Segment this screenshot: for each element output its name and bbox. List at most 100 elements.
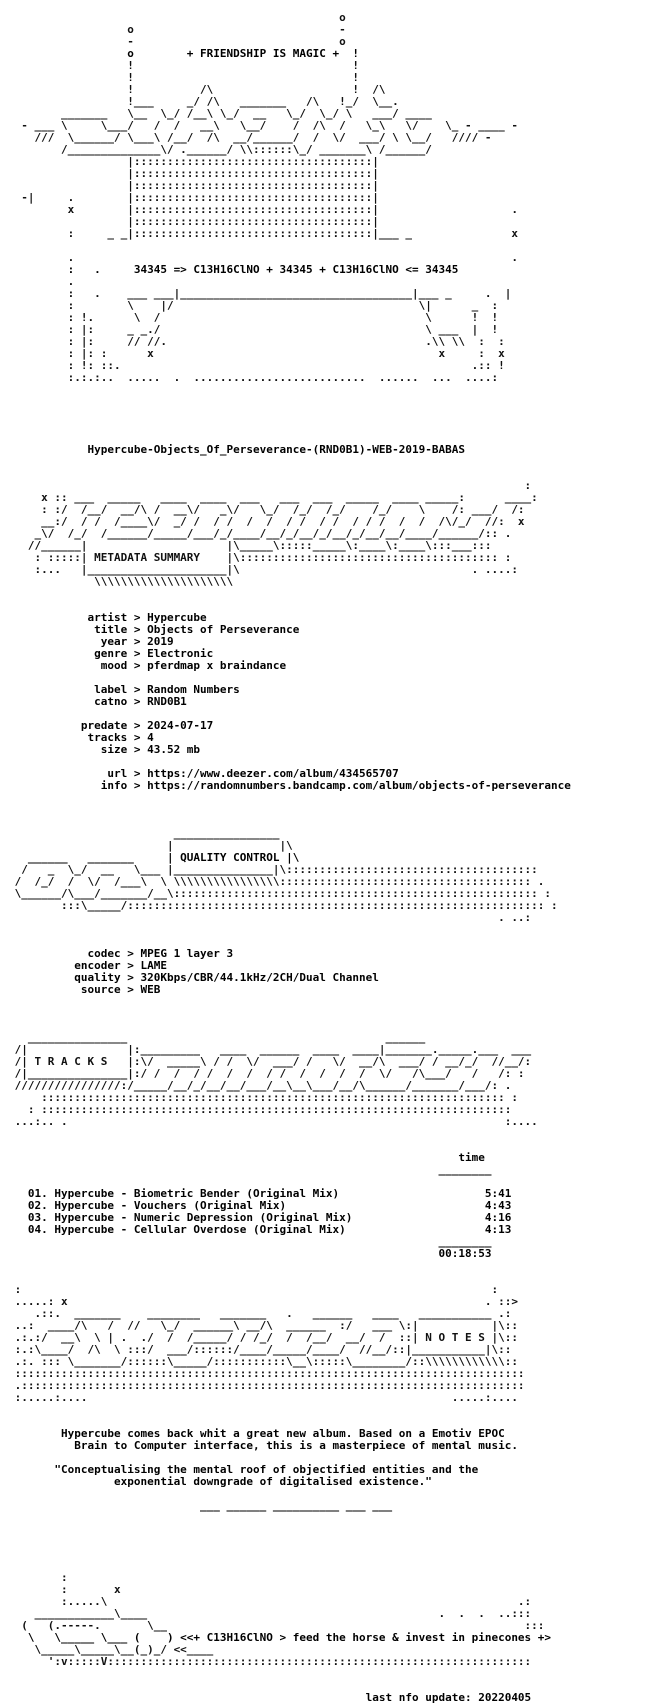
- ascii-art-line: /|_______________|:/ / / / / / / / / / /…: [8, 1067, 525, 1080]
- ascii-art-line: !___ _/ /\ _______ /\ !_/ \__.: [8, 95, 399, 108]
- ascii-art-line: : |: _ _./ \ ___ | !: [8, 323, 499, 336]
- text-line: size > 43.52 mb: [8, 743, 201, 756]
- ascii-art-line: //______| |\_____\:::::_____\:____\:____…: [8, 539, 492, 552]
- ascii-art-line: :::\_____/::::::::::::::::::::::::::::::…: [8, 899, 558, 912]
- ascii-art-line: ____________\____ . . . ..:::: [8, 1607, 532, 1620]
- ascii-art-line: : |: // //. .\\ \\ : :: [8, 335, 505, 348]
- ascii-art-line: o: [8, 11, 346, 24]
- text-line: Hypercube comes back whit a great new al…: [8, 1427, 505, 1440]
- ascii-art-line: .::. _______ ________ _______ . ______ _…: [8, 1307, 512, 1320]
- text-line: tracks > 4: [8, 731, 154, 744]
- ascii-art-line: .:::::::::::::::::::::::::::::::::::::::…: [8, 1379, 525, 1392]
- ascii-art-line: \______/\___/_______/__\::::::::::::::::…: [8, 887, 552, 900]
- ascii-art-line: x :: ___ _____ ____ ____ ___ ___ ___ ___…: [8, 491, 538, 504]
- ascii-art-line: ________________: [8, 827, 280, 840]
- ascii-art-line: ::::::::::::::::::::::::::::::::::::::::…: [8, 1367, 525, 1380]
- text-line: quality > 320Kbps/CBR/44.1kHz/2CH/Dual C…: [8, 971, 379, 984]
- ascii-art-line: -| . |::::::::::::::::::::::::::::::::::…: [8, 191, 379, 204]
- text-line: url > https://www.deezer.com/album/43456…: [8, 767, 399, 780]
- ascii-art-line: / _ \_/ __ \___ |_______________|\::::::…: [8, 863, 538, 876]
- ascii-art-line: __:/ / / /____\/ _/ / / / / / / / / / / …: [8, 515, 525, 528]
- ascii-art-line: :.:\____/ /\ \ :::/ ___/::::::/____/____…: [8, 1343, 512, 1356]
- ascii-art-line: /| |:_________ ____ ______ ____ ____|___…: [8, 1043, 532, 1056]
- text-line: Brain to Computer interface, this is a m…: [8, 1439, 518, 1452]
- ascii-art-line: : . ___ ___|____________________________…: [8, 287, 512, 300]
- ascii-art-line: : \ |/ \| _ :: [8, 299, 499, 312]
- ascii-art-line: ...:.. . :....: [8, 1115, 538, 1128]
- text-line: mood > pferdmap x braindance: [8, 659, 287, 672]
- ascii-art-line: .:. ::: \_______/::::::\_____/::::::::::…: [8, 1355, 518, 1368]
- ascii-art-line: \_____\_____\__(_)_/ <<____: [8, 1643, 214, 1656]
- text-line: ______ _______ | QUALITY CONTROL |\: [8, 851, 300, 864]
- text-line: catno > RND0B1: [8, 695, 187, 708]
- ascii-art-line: .:.:/ __\ \ | . ./ / /_____/ / /_/ / /__…: [8, 1331, 518, 1344]
- nfo-document: o o - - o o + FRIENDSHIP IS MAGIC + ! !: [8, 11, 571, 1704]
- ascii-art-line: .....: x . ::>: [8, 1295, 518, 1308]
- text-line: title > Objects of Perseverance: [8, 623, 300, 636]
- ascii-art-line: : x: [8, 1583, 121, 1596]
- text-line: ________: [8, 1163, 492, 1176]
- ascii-art-line: .: [8, 275, 75, 288]
- ascii-art-line: : :/ /__/ __/\ / __\/ _\/ \_/ /_/ /_/ /_…: [8, 503, 525, 516]
- text-line: source > WEB: [8, 983, 161, 996]
- text-line: predate > 2024-07-17: [8, 719, 214, 732]
- ascii-art-line: ! !: [8, 59, 359, 72]
- text-line: : . 34345 => C13H16ClNO + 34345 + C13H16…: [8, 263, 459, 276]
- ascii-art-line: :.....\ .:: [8, 1595, 532, 1608]
- ascii-art-line: |::::::::::::::::::::::::::::::::::::|: [8, 215, 379, 228]
- ascii-art-line: :.:.:.. ..... . ........................…: [8, 371, 499, 384]
- ascii-art-line: :: [8, 479, 532, 492]
- ascii-art-line: |::::::::::::::::::::::::::::::::::::|: [8, 167, 379, 180]
- ascii-art-line: _______ \__ \_/ /__\ \_/ __ \_/ \_/ \ __…: [8, 107, 432, 120]
- text-line: o + FRIENDSHIP IS MAGIC + !: [8, 47, 359, 60]
- ascii-art-line: x |::::::::::::::::::::::::::::::::::::|…: [8, 203, 518, 216]
- text-line: info > https://randomnumbers.bandcamp.co…: [8, 779, 571, 792]
- ascii-art-line: | |\: [8, 839, 293, 852]
- ascii-art-line: :: [8, 1571, 68, 1584]
- text-line: label > Random Numbers: [8, 683, 240, 696]
- ascii-art-line: /// \______/ \___\ /__/ /\ __/______/ / …: [8, 131, 492, 144]
- ascii-art-line: :.....:.... .....:....: [8, 1391, 518, 1404]
- ascii-art-line: _\/ /_/ /______/_____/___/_/____/__/_/__…: [8, 527, 512, 540]
- ascii-art-line: |::::::::::::::::::::::::::::::::::::|: [8, 179, 379, 192]
- ascii-art-line: . ..:: [8, 911, 532, 924]
- text-line: 01. Hypercube - Biometric Bender (Origin…: [8, 1187, 512, 1200]
- text-line: artist > Hypercube: [8, 611, 207, 624]
- text-line: 03. Hypercube - Numeric Depression (Orig…: [8, 1211, 512, 1224]
- text-line: encoder > LAME: [8, 959, 167, 972]
- ascii-art-line: - ___ \ \___/ / / __\ \__/ / /\ / \_\ \/…: [8, 119, 518, 132]
- text-line: exponential downgrade of digitalised exi…: [8, 1475, 432, 1488]
- text-line: codec > MPEG 1 layer 3: [8, 947, 234, 960]
- ascii-art-line: ':v:::::V:::::::::::::::::::::::::::::::…: [8, 1655, 532, 1668]
- text-line: \ \_____ \___ ( ) <<+ C13H16ClNO > feed …: [8, 1631, 552, 1644]
- ascii-art-line: : :::::| METADATA SUMMARY |\::::::::::::…: [8, 551, 512, 564]
- ascii-art-line: - o: [8, 35, 346, 48]
- ascii-art-line: ! !: [8, 71, 359, 84]
- ascii-art-line: :... |_____________________|\ . ....:: [8, 563, 518, 576]
- ascii-art-line: . .: [8, 251, 518, 264]
- text-line: "Conceptualising the mental roof of obje…: [8, 1463, 479, 1476]
- ascii-art-line: ( (.-----. \__ :::: [8, 1619, 545, 1632]
- ascii-art-line: : ::::::::::::::::::::::::::::::::::::::…: [8, 1103, 512, 1116]
- ascii-art-line: /| T R A C K S |:\/ _____\ / / \/ ___/ /…: [8, 1055, 532, 1068]
- ascii-art-line: _______________ ______: [8, 1031, 426, 1044]
- text-line: year > 2019: [8, 635, 174, 648]
- ascii-art-line: /______________\/ .______/ \\::::::\_/ _…: [8, 143, 432, 156]
- ascii-art-line: |::::::::::::::::::::::::::::::::::::|: [8, 155, 379, 168]
- text-line: 00:18:53: [8, 1247, 492, 1260]
- ascii-art-line: ::::::::::::::::::::::::::::::::::::::::…: [8, 1091, 518, 1104]
- ascii-art-line: ////////////////:/_____/__/_/__/__/___/_…: [8, 1079, 512, 1092]
- ascii-art-line: ! /\ ! /\: [8, 83, 386, 96]
- text-line: 04. Hypercube - Cellular Overdose (Origi…: [8, 1223, 512, 1236]
- ascii-art-line: o -: [8, 23, 346, 36]
- ascii-art-line: : _ _|::::::::::::::::::::::::::::::::::…: [8, 227, 518, 240]
- ascii-art-line: ..: ____/\ / // \_/ ______\ __/\ ______ …: [8, 1319, 518, 1332]
- ascii-art-line: : :: [8, 1283, 499, 1296]
- ascii-art-line: / /_/ / \/ /___\ \ \\\\\\\\\\\\\\\\:::::…: [8, 875, 545, 888]
- text-line: time: [8, 1151, 485, 1164]
- text-line: last nfo update: 20220405: [8, 1691, 532, 1704]
- ascii-art-line: : !: ::. .:: !: [8, 359, 505, 372]
- text-line: ___ ______ __________ ___ ___: [8, 1499, 393, 1512]
- text-line: genre > Electronic: [8, 647, 214, 660]
- ascii-art-line: \\\\\\\\\\\\\\\\\\\\\: [8, 575, 234, 588]
